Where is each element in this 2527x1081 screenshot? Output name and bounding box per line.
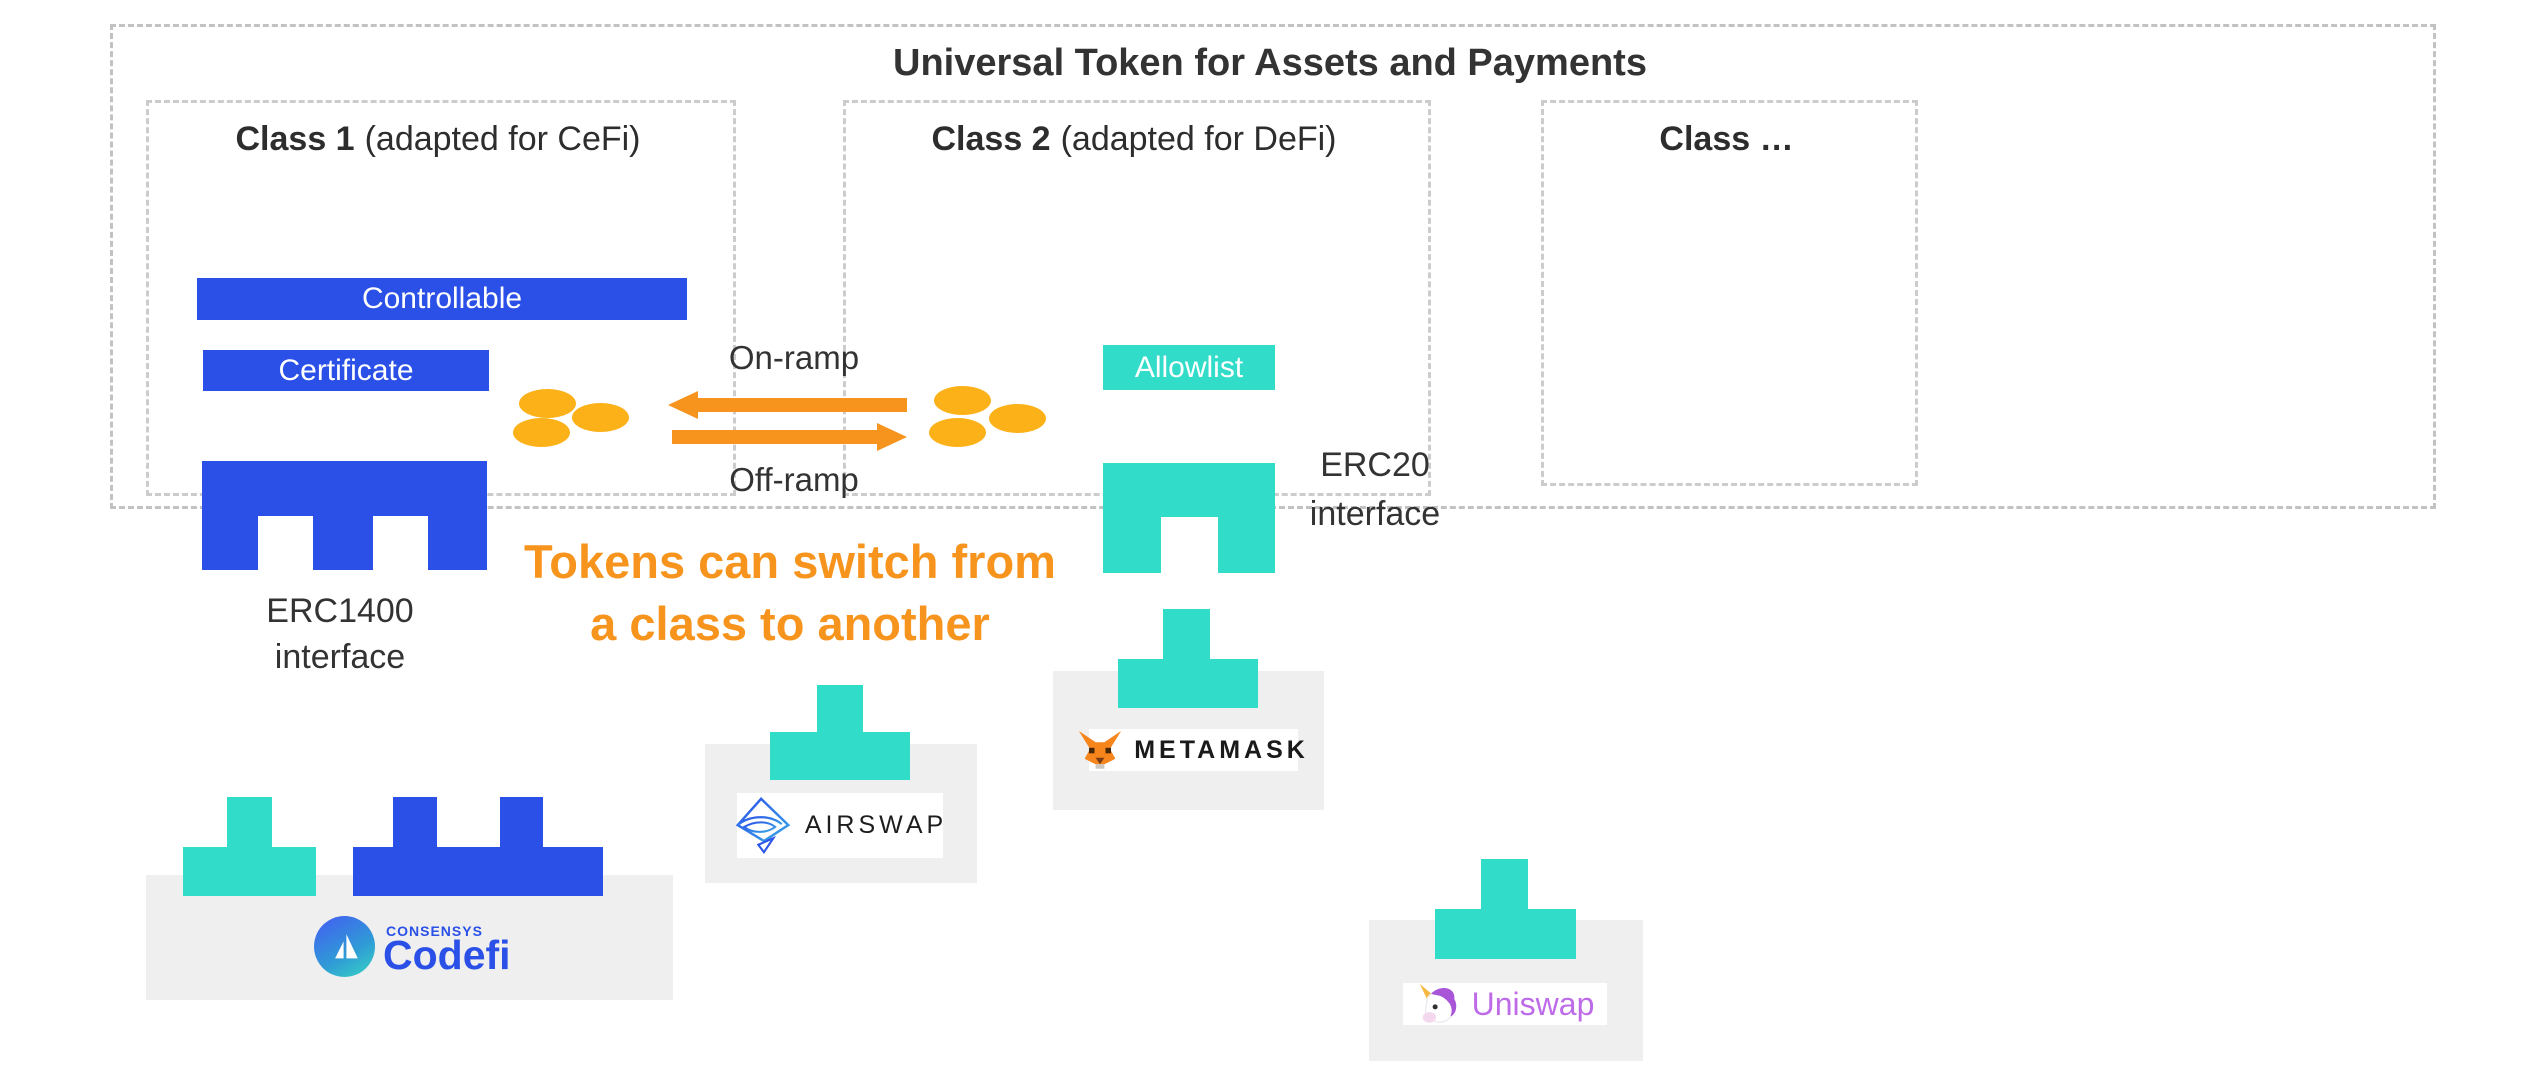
class3-header: Class …: [1541, 118, 1912, 160]
controllable-feature-bar: Controllable: [197, 278, 687, 320]
allowlist-feature-bar: Allowlist: [1103, 345, 1275, 390]
airswap-wordmark: AIRSWAP: [804, 811, 948, 839]
erc20-interface-label: ERC20 interface: [1265, 441, 1485, 539]
consensys-wordmark: CONSENSYS: [386, 923, 483, 939]
on-ramp-arrow-left-icon: [668, 391, 907, 419]
diagram-title: Universal Token for Assets and Payments: [893, 42, 1647, 84]
switch-class-callout: Tokens can switch from a class to anothe…: [430, 531, 1150, 655]
token-piece-metamask: [1118, 609, 1258, 708]
erc1400-label-line1: ERC1400: [266, 592, 414, 630]
off-ramp-arrow-right-icon: [668, 423, 907, 451]
erc1400-label-line2: interface: [274, 638, 406, 676]
callout-line1: Tokens can switch from: [524, 535, 1056, 588]
class1-header: Class 1(adapted for CeFi): [146, 118, 730, 160]
class3-box: [1541, 100, 1918, 486]
erc1400-interface-label: ERC1400 interface: [190, 588, 490, 680]
class2-name: Class 2: [931, 120, 1051, 158]
erc20-castle-shape: [1103, 463, 1275, 573]
on-ramp-label: On-ramp: [728, 339, 860, 376]
token-coin-icon: [519, 389, 576, 418]
class2-header: Class 2(adapted for DeFi): [843, 118, 1425, 160]
certificate-feature-bar: Certificate: [203, 350, 489, 391]
erc1400-castle-shape: [202, 461, 487, 570]
uniswap-unicorn-icon: [1416, 982, 1460, 1026]
class1-qualifier: (adapted for CeFi): [364, 120, 641, 158]
token-piece-codefi-blue: [353, 797, 603, 896]
token-coin-icon: [929, 418, 986, 447]
token-coin-icon: [989, 404, 1046, 433]
class1-name: Class 1: [235, 120, 355, 158]
erc20-label-line1: ERC20: [1320, 446, 1430, 484]
token-piece-uniswap: [1435, 859, 1576, 959]
erc20-label-line2: interface: [1309, 495, 1441, 533]
airswap-diamond-logo-icon: [733, 795, 793, 857]
airswap-logo-box: AIRSWAP: [735, 793, 943, 858]
token-piece-airswap: [770, 685, 910, 780]
uniswap-logo-box: Uniswap: [1403, 983, 1607, 1025]
token-coin-icon: [572, 403, 629, 432]
metamask-fox-icon: [1078, 730, 1122, 770]
class2-qualifier: (adapted for DeFi): [1060, 120, 1337, 158]
off-ramp-label: Off-ramp: [729, 461, 859, 498]
token-coin-icon: [513, 418, 570, 447]
token-piece-codefi-teal: [183, 797, 316, 896]
metamask-wordmark: METAMASK: [1134, 735, 1309, 764]
token-coin-icon: [934, 386, 991, 415]
uniswap-wordmark: Uniswap: [1471, 985, 1595, 1022]
callout-line2: a class to another: [590, 597, 990, 650]
metamask-logo-box: METAMASK: [1079, 729, 1305, 771]
codefi-wordmark: Codefi: [383, 932, 511, 978]
class3-name: Class …: [1659, 120, 1794, 158]
consensys-triangle-icon: [314, 916, 375, 977]
